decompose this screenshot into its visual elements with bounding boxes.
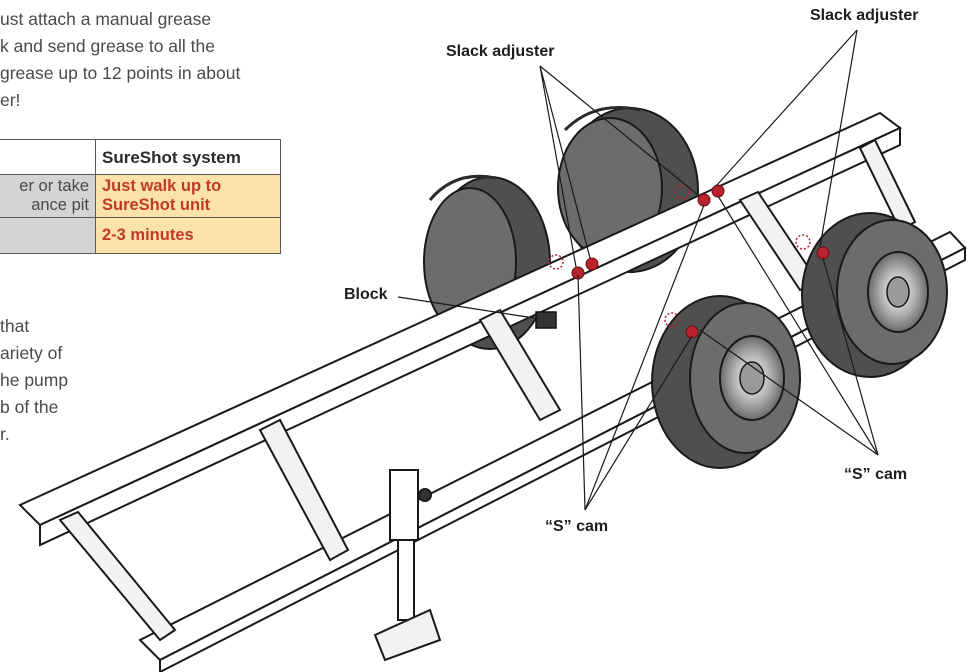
para-line: that (0, 316, 30, 336)
grease-point (697, 193, 711, 207)
landing-gear (373, 469, 442, 662)
intro-line: grease up to 12 points in about (0, 63, 241, 83)
table-header-left (0, 139, 96, 175)
label-s-cam-left: “S” cam (545, 518, 609, 535)
grease-points (571, 184, 830, 339)
leader-lines (397, 29, 879, 511)
frame-rails (18, 111, 967, 672)
para-line: r. (0, 424, 10, 444)
para-line: b of the (0, 397, 59, 417)
grease-point (585, 257, 599, 271)
tire-front-near-left (651, 295, 801, 469)
table-cell-sureshot: Just walk up to SureShot unit (95, 174, 281, 218)
label-slack-adjuster-left: Slack adjuster (446, 43, 555, 60)
comparison-table: SureShot system er or take ance pit Just… (0, 139, 281, 254)
grease-point (711, 184, 725, 198)
cell-line: SureShot unit (102, 196, 211, 214)
grease-point (685, 325, 699, 339)
tire-front-near-right (801, 212, 948, 378)
table-cell-manual: er or take ance pit (0, 174, 96, 218)
intro-paragraph: ust attach a manual grease k and send gr… (0, 6, 330, 114)
intro-line: ust attach a manual grease (0, 9, 212, 29)
label-s-cam-right: “S” cam (844, 466, 908, 483)
description-paragraph: that ariety of he pump b of the r. (0, 313, 170, 448)
para-line: he pump (0, 370, 69, 390)
intro-line: k and send grease to all the (0, 36, 216, 56)
cell-line: er or take (19, 177, 89, 195)
label-slack-adjuster-right: Slack adjuster (810, 7, 919, 24)
grease-point-outlines (548, 184, 811, 328)
table-cell-sureshot-time: 2-3 minutes (95, 217, 281, 254)
label-block: Block (344, 286, 388, 303)
cell-line: Just walk up to (102, 177, 222, 195)
grease-point (816, 246, 830, 260)
cell-line: ance pit (31, 196, 89, 214)
table-cell-manual-time (0, 217, 96, 254)
para-line: ariety of (0, 343, 63, 363)
grease-block (535, 311, 557, 329)
intro-line: er! (0, 90, 21, 110)
